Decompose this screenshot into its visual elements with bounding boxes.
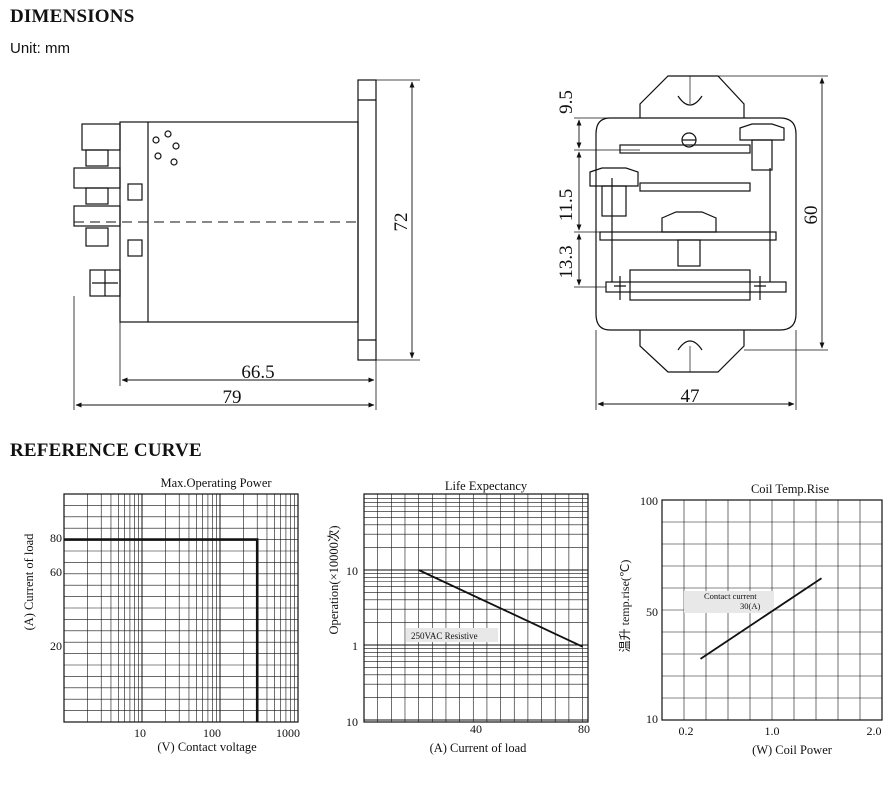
chart2-ylabel: Operation(×10000次) [327, 525, 341, 634]
unit-label: Unit: mm [10, 40, 70, 57]
side-dim-66-5: 66.5 [241, 362, 274, 383]
chart3-annotation-line2: 30(A) [740, 601, 760, 611]
chart2-title: Life Expectancy [445, 479, 528, 493]
chart1-ytick-20: 20 [50, 639, 62, 653]
chart2-ytick-10-top: 10 [346, 564, 358, 578]
chart-life-expectancy: Life Expectancy 250VAC Resistive 40 80 1… [327, 479, 590, 755]
chart1-xtick-10: 10 [134, 726, 146, 740]
front-dim-13-3: 13.3 [556, 245, 577, 278]
reference-curve-heading: REFERENCE CURVE [10, 440, 202, 461]
chart3-xtick-1-0: 1.0 [765, 724, 780, 738]
chart3-title: Coil Temp.Rise [751, 482, 830, 496]
front-dim-60: 60 [801, 206, 822, 225]
chart3-ytick-50: 50 [646, 605, 658, 619]
chart3-xtick-2-0: 2.0 [867, 724, 882, 738]
chart2-xtick-80: 80 [578, 722, 590, 736]
chart1-xlabel: (V) Contact voltage [157, 740, 257, 754]
side-view-drawing [73, 79, 420, 410]
chart2-ytick-10-bottom: 10 [346, 715, 358, 729]
chart3-ytick-100: 100 [640, 494, 658, 508]
chart2-xtick-40: 40 [470, 722, 482, 736]
chart-coil-temp-rise: Coil Temp.Rise Contact current 30(A) 0.2… [618, 482, 883, 757]
chart2-series-line [418, 569, 583, 648]
chart2-annotation: 250VAC Resistive [411, 631, 478, 641]
chart1-ylabel: (A) Current of load [22, 533, 36, 631]
chart1-title: Max.Operating Power [160, 476, 272, 490]
chart1-xtick-100: 100 [203, 726, 221, 740]
chart3-xtick-0-2: 0.2 [679, 724, 694, 738]
chart3-annotation-line1: Contact current [704, 591, 757, 601]
chart1-ytick-80: 80 [50, 531, 62, 545]
side-dim-72: 72 [391, 213, 412, 232]
chart3-series-line [700, 577, 822, 660]
chart1-series-line [64, 538, 259, 722]
chart3-xlabel: (W) Coil Power [752, 743, 833, 757]
dimensions-heading: DIMENSIONS [10, 6, 135, 27]
chart1-ytick-60: 60 [50, 565, 62, 579]
front-view-drawing [574, 75, 828, 410]
chart-max-operating-power: Max.Operating Power 10 100 1000 80 60 20… [22, 476, 300, 754]
chart2-ytick-1: 1 [352, 639, 358, 653]
front-dim-11-5: 11.5 [556, 189, 577, 222]
front-dim-47: 47 [681, 386, 700, 407]
chart2-xlabel: (A) Current of load [430, 741, 528, 755]
chart3-ylabel: 温升 temp.rise(℃) [618, 560, 632, 653]
front-dim-9-5: 9.5 [556, 90, 577, 114]
chart3-ytick-10: 10 [646, 712, 658, 726]
side-dim-79: 79 [223, 387, 242, 408]
chart1-xtick-1000: 1000 [276, 726, 300, 740]
